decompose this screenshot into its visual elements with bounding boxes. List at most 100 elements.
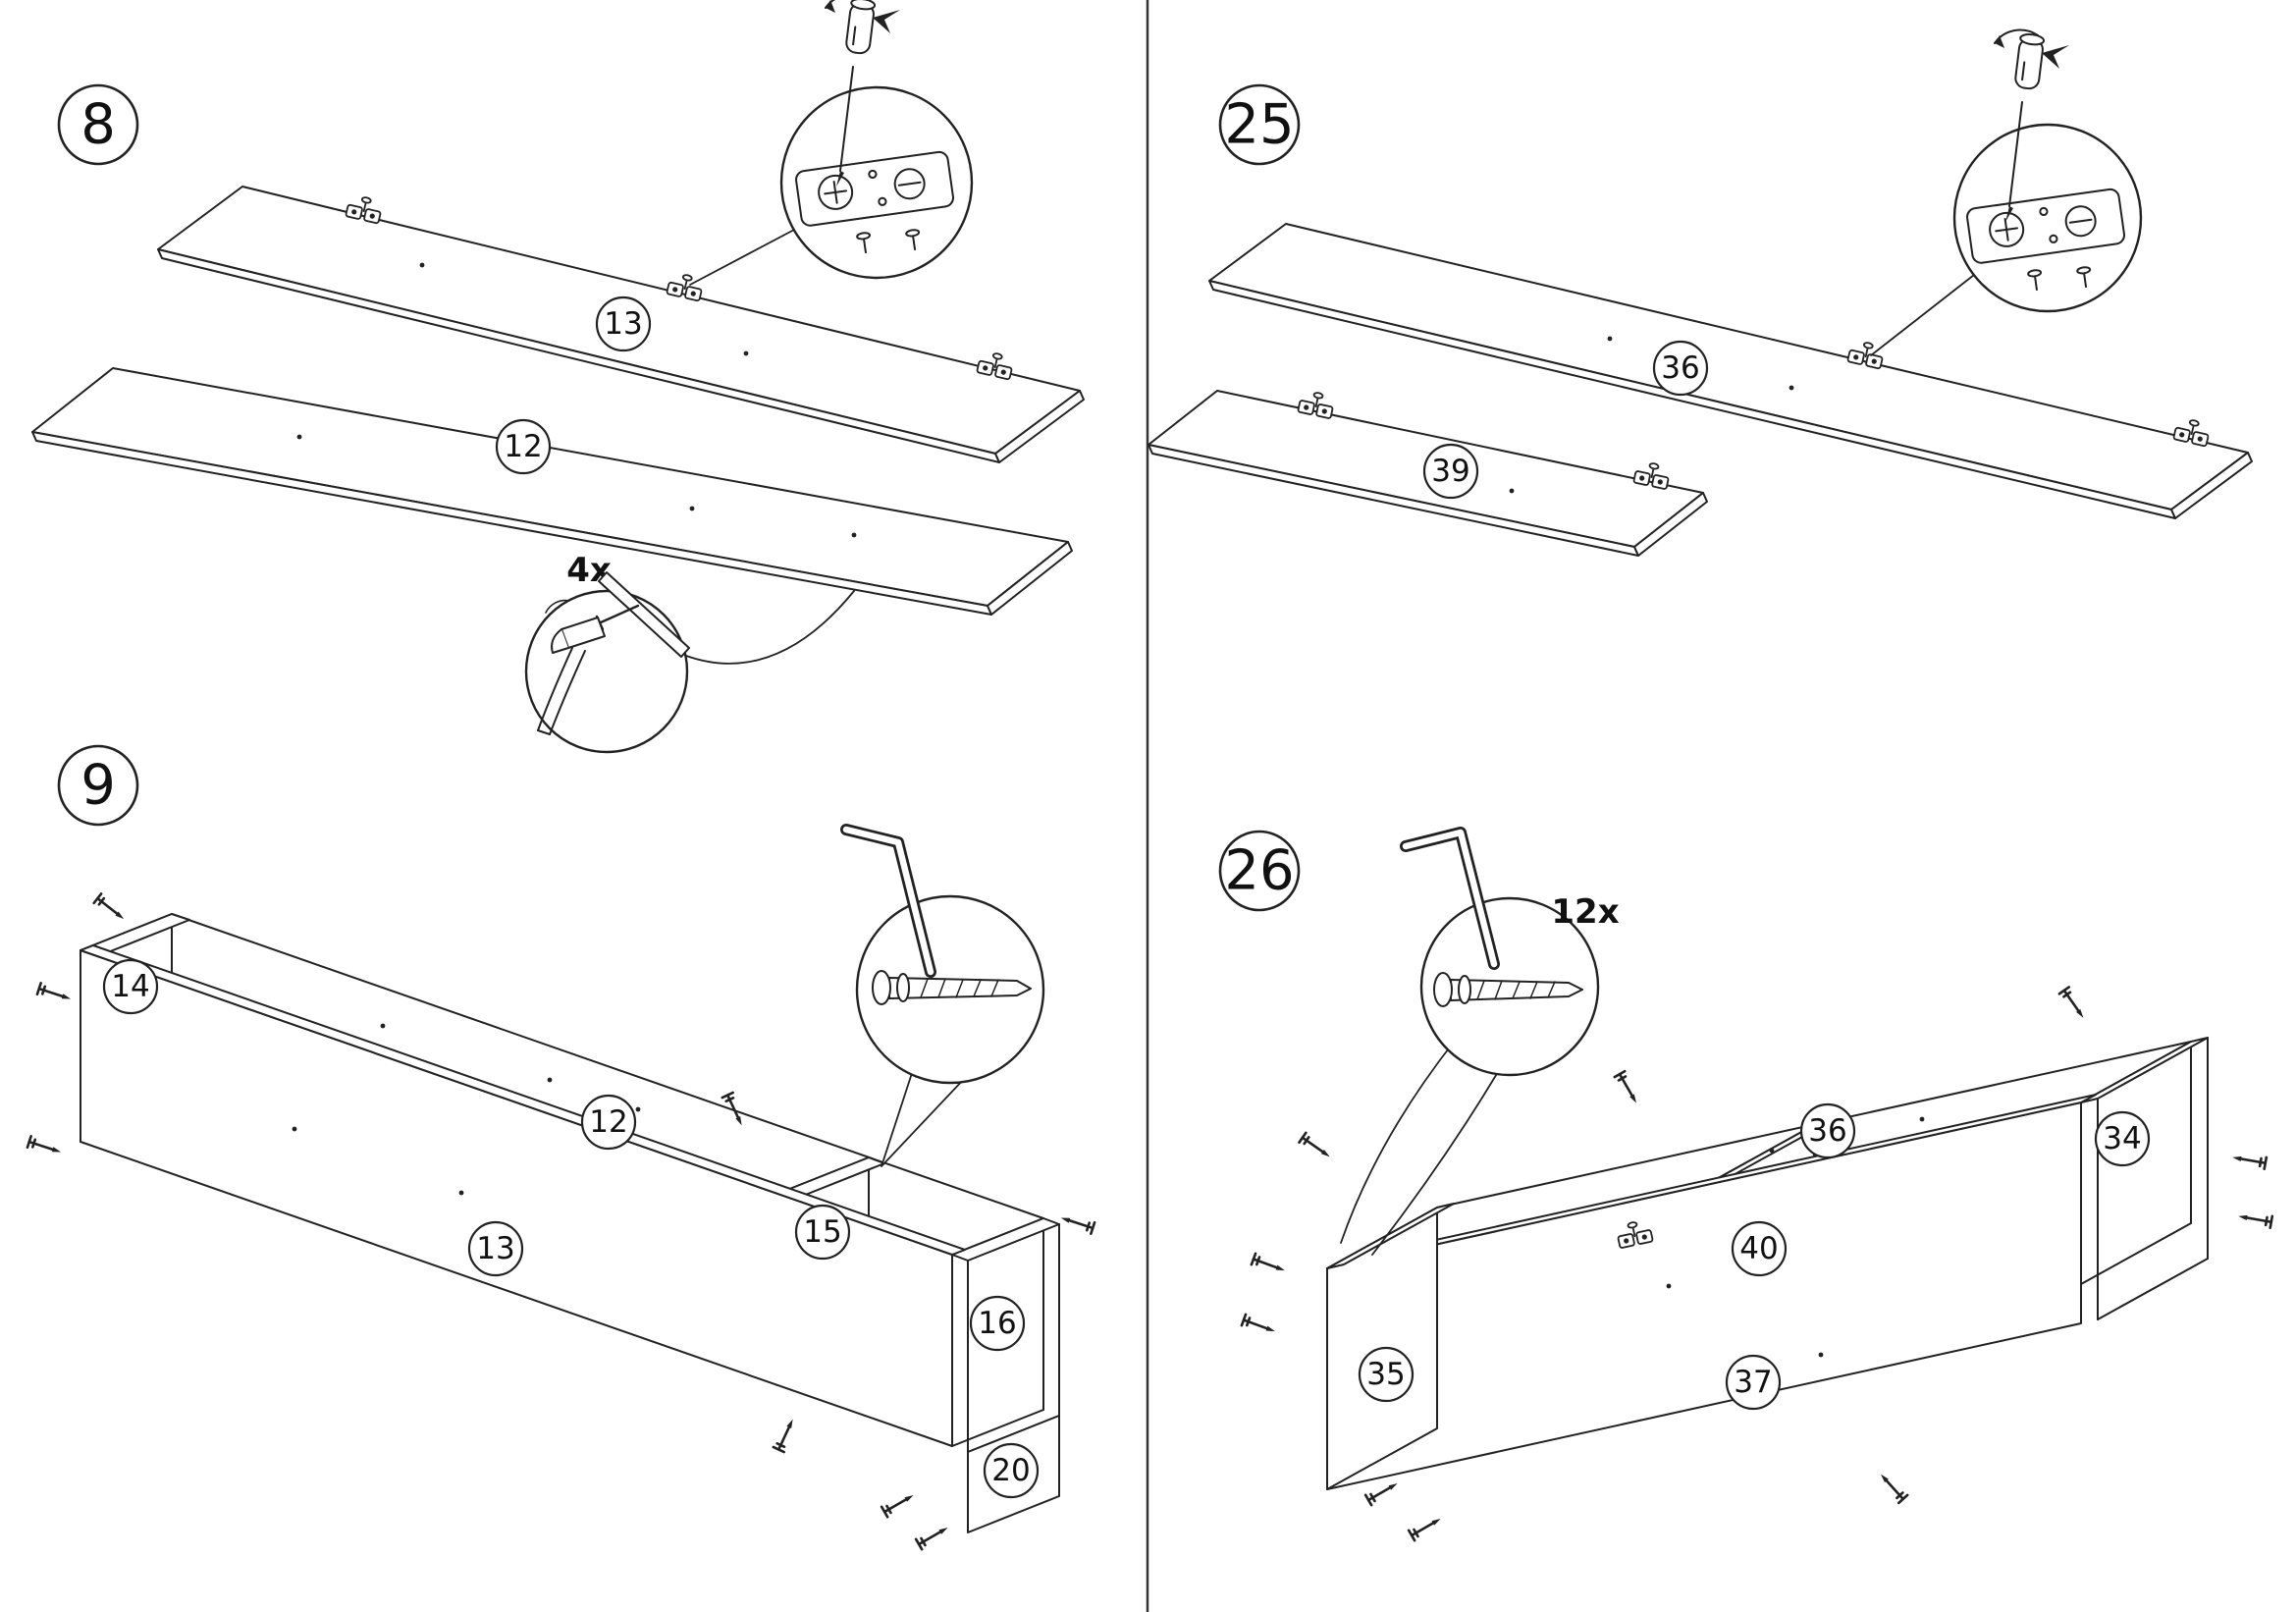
part-label-20: 20 (983, 1442, 1040, 1499)
screw-icon (914, 1521, 952, 1551)
part-number: 15 (803, 1214, 841, 1250)
right-bottom-edge (2097, 1258, 2209, 1320)
screw-quantity: 12x (1551, 892, 1619, 932)
screw-icon (772, 1415, 800, 1454)
step-number: 9 (80, 754, 116, 818)
leader-line (685, 590, 855, 665)
allen-key-callout: 12x (1340, 827, 1620, 1256)
pilot-hole-dot (1817, 1351, 1825, 1359)
step-badge-circle (1218, 830, 1301, 912)
part-number: 13 (476, 1231, 514, 1266)
pilot-hole-dot (688, 505, 696, 512)
board-end-cap (994, 390, 1085, 463)
part-label-circle (1422, 443, 1479, 500)
step-25-number-badge: 25 (1218, 83, 1301, 166)
board-12: 12 (31, 367, 1073, 616)
pilot-hole-dot (379, 1022, 387, 1030)
left-panel-top-edge (1326, 1203, 1455, 1269)
leader-line (1870, 274, 1975, 356)
part-label-circle (1725, 1354, 1782, 1411)
pilot-hole-dot (1918, 1115, 1926, 1123)
screw-icon (1363, 1477, 1402, 1507)
screw-icon (1407, 1512, 1445, 1542)
pilot-hole-dot (1768, 1147, 1776, 1155)
part-label-16: 16 (969, 1295, 1026, 1352)
part-label-37: 37 (1725, 1354, 1782, 1411)
part-label-12: 12 (495, 418, 552, 475)
part-number: 14 (111, 969, 149, 1004)
part-label-circle (1799, 1102, 1856, 1159)
step-badge-circle (57, 744, 139, 827)
screw-icon (1298, 1131, 1335, 1163)
pilot-hole-dot (1665, 1282, 1673, 1290)
screw-icon (26, 1135, 65, 1159)
allen-key-callout (840, 824, 1045, 1167)
part-label-35: 35 (1358, 1346, 1415, 1403)
step-badge-circle (57, 83, 139, 166)
step-25-panel: 25 36 (1148, 28, 2253, 557)
board-end-cap (2170, 452, 2253, 519)
screw-icon (35, 982, 75, 1006)
board-13: 13 (157, 186, 1085, 463)
pilot-hole-dot (295, 433, 303, 441)
part-label-12: 12 (580, 1094, 637, 1151)
step-8-number-badge: 8 (57, 83, 139, 166)
part-number: 37 (1734, 1365, 1772, 1400)
part-number: 13 (604, 306, 642, 342)
board-end-cap (987, 541, 1073, 616)
screw-icon (2229, 1150, 2269, 1170)
step-badge-circle (1218, 83, 1301, 166)
screw-icon (1875, 1469, 1909, 1505)
part-number: 12 (589, 1104, 627, 1140)
step-number: 26 (1224, 839, 1294, 903)
screw-icon (1613, 1069, 1643, 1107)
part-label-14: 14 (102, 958, 159, 1015)
callout-tail-line (1340, 1040, 1456, 1244)
part-label-circle (467, 1220, 524, 1277)
part-number: 34 (2103, 1121, 2141, 1156)
part-number: 40 (1739, 1231, 1778, 1266)
part-label-36: 36 (1799, 1102, 1856, 1159)
open-box-unit (1326, 1037, 2209, 1490)
pilot-hole-dot (742, 349, 750, 357)
part-label-circle (1731, 1220, 1788, 1277)
screw-icon (2057, 986, 2090, 1023)
step-26-panel: 26 (1218, 827, 2274, 1542)
callout-tail (881, 1069, 966, 1167)
part-label-39: 39 (1422, 443, 1479, 500)
board-36: 36 (1208, 223, 2253, 519)
part-label-circle (983, 1442, 1040, 1499)
pilot-hole-dot (418, 261, 426, 269)
part-label-13: 13 (467, 1220, 524, 1277)
part-label-13: 13 (595, 296, 652, 352)
step-8-panel: 8 13 (31, 0, 1085, 754)
screw-icon (1057, 1210, 1096, 1235)
part-label-circle (495, 418, 552, 475)
part-label-circle (580, 1094, 637, 1151)
pilot-hole-dot (1606, 335, 1614, 343)
pilot-hole-dot (1788, 384, 1795, 392)
part-number: 16 (978, 1306, 1016, 1341)
part-number: 12 (504, 429, 542, 464)
pilot-hole-dot (1508, 487, 1516, 495)
allen-key-icon-inner (842, 826, 934, 976)
part-label-circle (1358, 1346, 1415, 1403)
screw-icon (2235, 1209, 2274, 1229)
board-39: 39 (1148, 388, 1708, 557)
hammer-icon (537, 599, 606, 735)
hinge-detail-callout (779, 0, 974, 280)
pilot-hole-dot (291, 1125, 298, 1133)
screw-icon (92, 892, 130, 926)
step-9-number-badge: 9 (57, 744, 139, 827)
part-number: 36 (1808, 1113, 1846, 1149)
pilot-hole-dot (546, 1076, 554, 1084)
part-label-40: 40 (1731, 1220, 1788, 1277)
confirmat-screw-icon (1433, 972, 1583, 1007)
step-number: 8 (80, 93, 116, 157)
open-box-unit (80, 913, 1060, 1533)
front-panel-top-edge (80, 944, 966, 1256)
callout-circle (524, 589, 689, 754)
part-label-circle (794, 1204, 851, 1261)
